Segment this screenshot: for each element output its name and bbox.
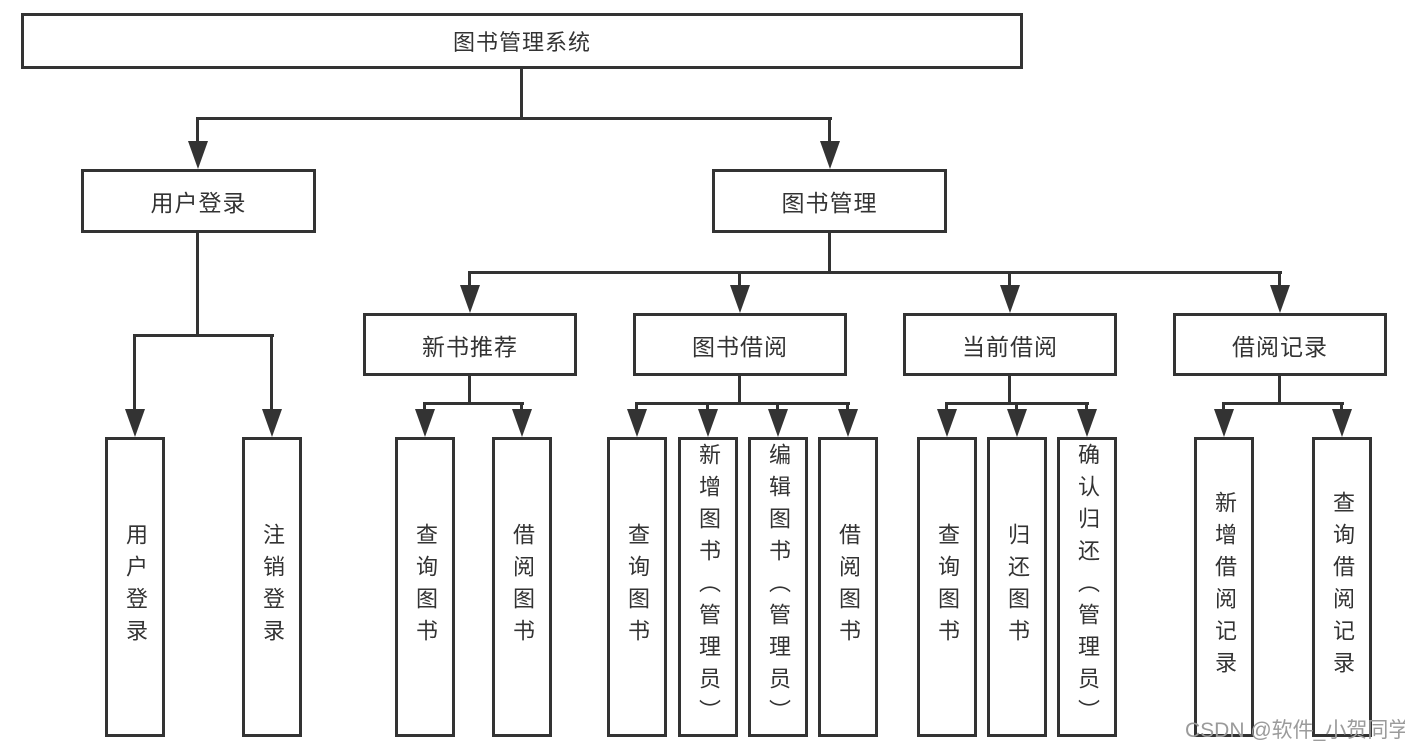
leaf-confirm-return-admin: 确认归还（管理员） (1057, 437, 1117, 737)
connector-line (520, 402, 523, 413)
connector-line (828, 117, 831, 145)
arrowhead-icon (1214, 409, 1234, 437)
node-current-borrowing: 当前借阅 (903, 313, 1117, 376)
connector-line (196, 232, 199, 337)
node-label: 图书借阅 (692, 333, 788, 360)
node-label: 编辑图书（管理员） (766, 443, 791, 731)
connector-line (520, 68, 523, 120)
arrowhead-icon (415, 409, 435, 437)
arrowhead-icon (838, 409, 858, 437)
connector-line (1085, 402, 1088, 413)
connector-line (1015, 402, 1018, 413)
node-label: 注销登录 (260, 523, 285, 651)
arrowhead-icon (730, 285, 750, 313)
connector-line (423, 402, 524, 405)
node-label: 用户登录 (150, 190, 247, 216)
node-label: 图书管理 (781, 190, 878, 216)
connector-line (776, 402, 779, 413)
leaf-logout: 注销登录 (242, 437, 302, 737)
arrowhead-icon (820, 141, 840, 169)
leaf-borrow-books-recommend: 借阅图书 (492, 437, 552, 737)
connector-line (738, 375, 741, 405)
node-label: 借阅记录 (1232, 333, 1328, 360)
node-label: 借阅图书 (510, 523, 535, 651)
connector-line (1008, 271, 1011, 289)
connector-line (468, 271, 471, 289)
node-book-management: 图书管理 (712, 169, 947, 233)
node-label: 查询图书 (935, 523, 960, 651)
connector-line (1222, 402, 1225, 413)
node-label: 查询借阅记录 (1330, 491, 1355, 683)
node-label: 新书推荐 (422, 333, 518, 360)
node-user-login: 用户登录 (81, 169, 316, 233)
arrowhead-icon (188, 141, 208, 169)
connector-line (423, 402, 426, 413)
connector-line (945, 402, 948, 413)
connector-line (828, 231, 831, 274)
connector-line (706, 402, 709, 413)
node-library-management-system: 图书管理系统 (21, 13, 1023, 69)
leaf-query-books-current: 查询图书 (917, 437, 977, 737)
node-book-borrowing: 图书借阅 (633, 313, 847, 376)
connector-line (468, 271, 1282, 274)
connector-line (1008, 375, 1011, 405)
leaf-user-login: 用户登录 (105, 437, 165, 737)
connector-line (738, 271, 741, 289)
node-label: 查询图书 (413, 523, 438, 651)
connector-line (1278, 375, 1281, 405)
node-label: 当前借阅 (962, 333, 1058, 360)
leaf-query-borrow-record: 查询借阅记录 (1312, 437, 1372, 737)
leaf-return-books: 归还图书 (987, 437, 1047, 737)
connector-line (1278, 271, 1281, 289)
leaf-query-books: 查询图书 (607, 437, 667, 737)
arrowhead-icon (768, 409, 788, 437)
arrowhead-icon (262, 409, 282, 437)
arrowhead-icon (460, 285, 480, 313)
arrowhead-icon (125, 409, 145, 437)
node-label: 归还图书 (1005, 523, 1030, 651)
connector-line (196, 117, 199, 145)
arrowhead-icon (512, 409, 532, 437)
arrowhead-icon (937, 409, 957, 437)
node-label: 确认归还（管理员） (1075, 443, 1100, 731)
leaf-query-books-recommend: 查询图书 (395, 437, 455, 737)
connector-line (1340, 402, 1343, 413)
leaf-edit-books-admin: 编辑图书（管理员） (748, 437, 808, 737)
connector-line (635, 402, 638, 413)
connector-line (270, 334, 273, 413)
node-label: 新增图书（管理员） (696, 443, 721, 731)
connector-line (635, 402, 850, 405)
connector-line (1222, 402, 1344, 405)
node-label: 查询图书 (625, 523, 650, 651)
arrowhead-icon (1077, 409, 1097, 437)
node-label: 用户登录 (123, 523, 148, 651)
arrowhead-icon (1332, 409, 1352, 437)
connector-line (133, 334, 274, 337)
leaf-add-books-admin: 新增图书（管理员） (678, 437, 738, 737)
node-new-book-recommend: 新书推荐 (363, 313, 577, 376)
arrowhead-icon (698, 409, 718, 437)
arrowhead-icon (1007, 409, 1027, 437)
node-label: 图书管理系统 (452, 30, 591, 55)
leaf-add-borrow-record: 新增借阅记录 (1194, 437, 1254, 737)
node-label: 新增借阅记录 (1212, 491, 1237, 683)
arrowhead-icon (1000, 285, 1020, 313)
watermark: CSDN @软件_小贺同学 (1185, 719, 1405, 742)
node-borrowing-records: 借阅记录 (1173, 313, 1387, 376)
connector-line (133, 334, 136, 413)
leaf-borrow-books: 借阅图书 (818, 437, 878, 737)
arrowhead-icon (627, 409, 647, 437)
connector-line (196, 117, 832, 120)
node-label: 借阅图书 (836, 523, 861, 651)
arrowhead-icon (1270, 285, 1290, 313)
connector-line (846, 402, 849, 413)
connector-line (468, 375, 471, 405)
